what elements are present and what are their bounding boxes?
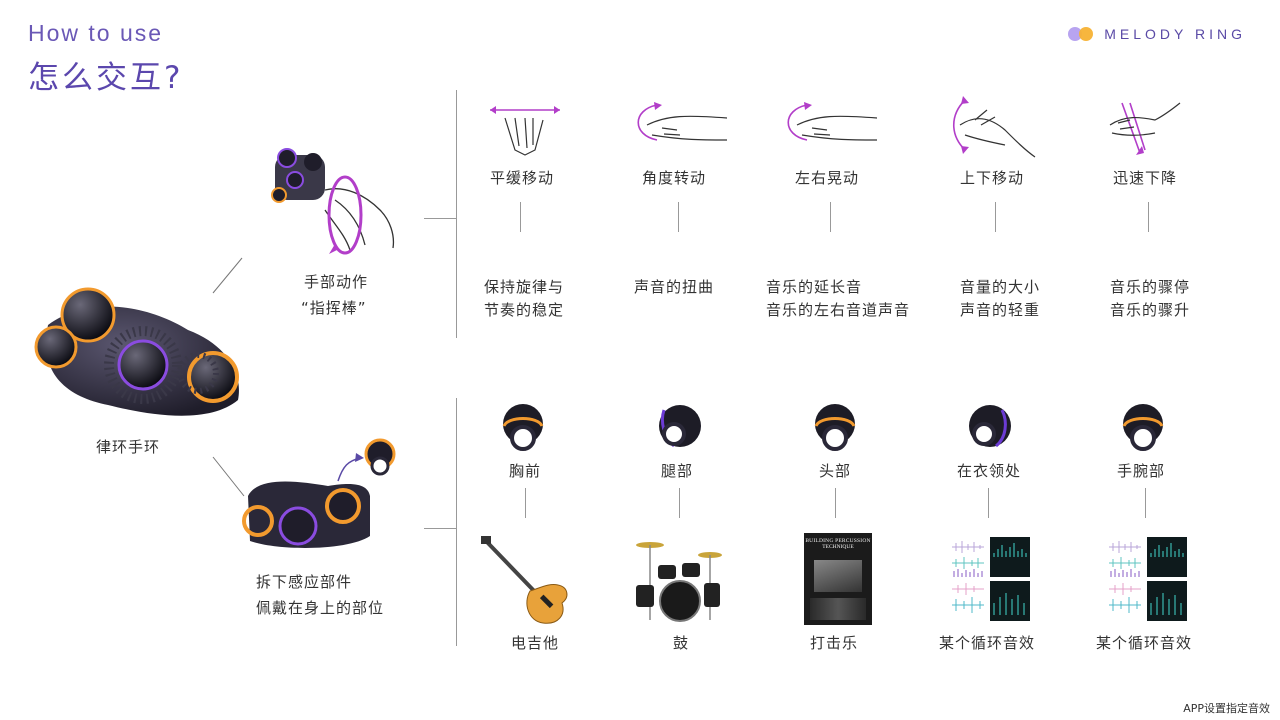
title-chinese: 怎么交互? bbox=[28, 60, 184, 96]
detach-label-2: 佩戴在身上的部位 bbox=[256, 599, 385, 617]
gesture-connector-3 bbox=[830, 202, 831, 232]
melody-bracelet-image bbox=[34, 287, 239, 416]
device-label: 律环手环 bbox=[96, 438, 161, 456]
hand-with-bracelet-image bbox=[271, 148, 395, 255]
detach-label-1: 拆下感应部件 bbox=[256, 573, 353, 591]
gesture-desc-3b: 音乐的左右音道声音 bbox=[766, 301, 911, 319]
position-connector-5 bbox=[1145, 488, 1146, 518]
position-label-4: 在衣领处 bbox=[957, 462, 1022, 480]
position-label-5: 手腕部 bbox=[1117, 462, 1166, 480]
electric-guitar-image bbox=[481, 536, 568, 624]
connector-lines bbox=[212, 257, 245, 497]
gesture-connector-1 bbox=[520, 202, 521, 232]
gesture-label-1: 平缓移动 bbox=[490, 169, 555, 187]
position-connector-1 bbox=[525, 488, 526, 518]
brand-logo: MELODY RING bbox=[1068, 26, 1246, 42]
section-divider-top bbox=[456, 90, 457, 338]
book-title-1: BUILDING PERCUSSION bbox=[805, 538, 871, 544]
gesture-desc-1b: 节奏的稳定 bbox=[484, 301, 565, 319]
gesture-desc-3a: 音乐的延长音 bbox=[766, 278, 863, 296]
section-divider-bottom bbox=[456, 398, 457, 646]
gesture-desc-4a: 音量的大小 bbox=[960, 278, 1041, 296]
waveform-image-1 bbox=[952, 537, 1030, 621]
hand-motion-label-2: “指挥棒” bbox=[301, 299, 367, 317]
gesture-desc-1a: 保持旋律与 bbox=[484, 278, 565, 296]
gesture-desc-2a: 声音的扭曲 bbox=[634, 278, 715, 296]
footer-note: APP设置指定音效 bbox=[1183, 702, 1270, 715]
hand-rotate-icon bbox=[637, 102, 728, 141]
hand-updown-icon bbox=[952, 96, 1036, 158]
ring-wrist-icon bbox=[1122, 404, 1164, 451]
position-connector-2 bbox=[679, 488, 680, 518]
detached-module-image bbox=[242, 438, 396, 548]
instrument-label-4: 某个循环音效 bbox=[939, 634, 1036, 652]
brand-name: MELODY RING bbox=[1104, 26, 1246, 42]
instrument-label-2: 鼓 bbox=[673, 634, 690, 652]
gesture-desc-5a: 音乐的骤停 bbox=[1110, 278, 1191, 296]
gesture-label-3: 左右晃动 bbox=[795, 169, 860, 187]
ring-chest-icon bbox=[502, 404, 544, 451]
gesture-connector-4 bbox=[995, 202, 996, 232]
position-connector-4 bbox=[988, 488, 989, 518]
hand-swing-icon bbox=[787, 102, 878, 141]
book-title-2: TECHNIQUE bbox=[822, 544, 854, 550]
hand-drop-icon bbox=[1109, 102, 1181, 155]
title-english: How to use bbox=[28, 20, 164, 46]
hand-motion-label-1: 手部动作 bbox=[304, 273, 369, 291]
gesture-label-2: 角度转动 bbox=[642, 169, 707, 187]
position-connector-3 bbox=[835, 488, 836, 518]
gesture-label-5: 迅速下降 bbox=[1113, 169, 1178, 187]
percussion-book-image: BUILDING PERCUSSION TECHNIQUE bbox=[804, 533, 872, 625]
gesture-connector-2 bbox=[678, 202, 679, 232]
branch-line-top bbox=[424, 218, 456, 219]
hand-flat-move-icon bbox=[490, 106, 560, 156]
ring-head-icon bbox=[814, 404, 856, 451]
instrument-label-5: 某个循环音效 bbox=[1096, 634, 1193, 652]
waveform-image-2 bbox=[1109, 537, 1187, 621]
gesture-label-4: 上下移动 bbox=[960, 169, 1025, 187]
ring-leg-icon bbox=[659, 405, 701, 448]
position-label-1: 胸前 bbox=[509, 462, 542, 480]
position-label-2: 腿部 bbox=[661, 462, 694, 480]
drum-kit-image bbox=[636, 542, 722, 622]
instrument-label-1: 电吉他 bbox=[511, 634, 560, 652]
gesture-desc-4b: 声音的轻重 bbox=[960, 301, 1041, 319]
gesture-desc-5b: 音乐的骤升 bbox=[1110, 301, 1191, 319]
brand-dots-icon bbox=[1068, 27, 1094, 41]
gesture-connector-5 bbox=[1148, 202, 1149, 232]
position-label-3: 头部 bbox=[819, 462, 852, 480]
instrument-label-3: 打击乐 bbox=[810, 634, 859, 652]
branch-line-bottom bbox=[424, 528, 456, 529]
ring-collar-icon bbox=[969, 405, 1011, 448]
